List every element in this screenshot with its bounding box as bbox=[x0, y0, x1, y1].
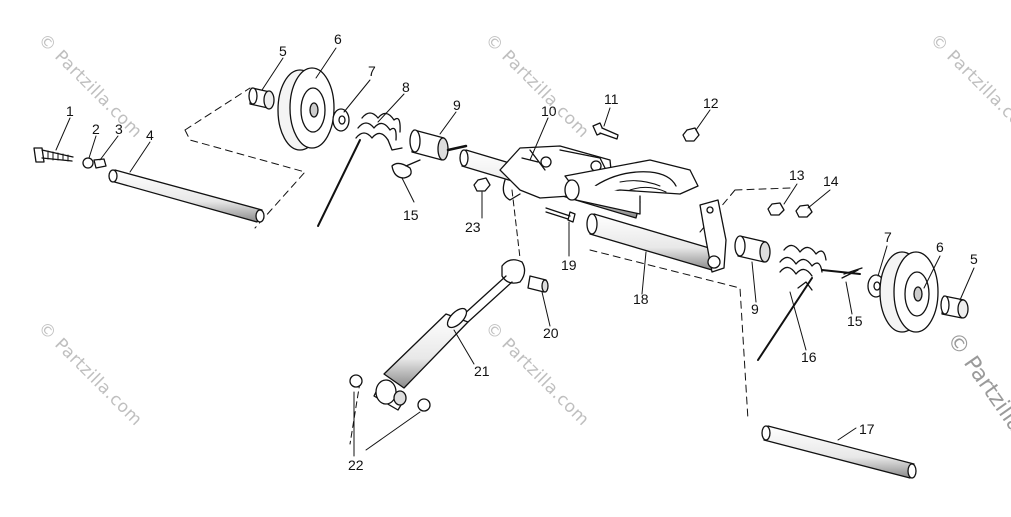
callout-10: 10 bbox=[541, 103, 557, 119]
bushing-part-20 bbox=[527, 275, 549, 293]
callout-13: 13 bbox=[789, 167, 805, 183]
bushing-part-5-left bbox=[248, 87, 275, 110]
callout-6-right: 6 bbox=[936, 239, 944, 255]
callout-1: 1 bbox=[66, 103, 74, 119]
callout-9-left: 9 bbox=[453, 97, 461, 113]
rod-part-4 bbox=[108, 169, 265, 223]
callout-19: 19 bbox=[561, 257, 577, 273]
callout-7-right: 7 bbox=[884, 229, 892, 245]
callout-23: 23 bbox=[465, 219, 481, 235]
wheel-part-6-right bbox=[879, 251, 939, 333]
callout-16: 16 bbox=[801, 349, 817, 365]
callout-17: 17 bbox=[859, 421, 875, 437]
callout-14: 14 bbox=[823, 173, 839, 189]
callout-3: 3 bbox=[115, 121, 123, 137]
callout-15-right: 15 bbox=[847, 313, 863, 329]
upper-arm bbox=[564, 159, 699, 215]
callout-4: 4 bbox=[146, 127, 154, 143]
callout-numbers: 1 2 3 4 5 6 7 8 9 10 11 12 13 14 15 23 1… bbox=[66, 31, 978, 473]
callout-5-left: 5 bbox=[279, 43, 287, 59]
nut-part-23 bbox=[473, 177, 491, 192]
spring-part-16 bbox=[757, 244, 861, 361]
assembly-line-lower bbox=[349, 189, 521, 445]
bushing-part-9-left bbox=[409, 129, 468, 161]
callout-8: 8 bbox=[402, 79, 410, 95]
bolt-part-19 bbox=[545, 207, 576, 223]
leader-lines bbox=[55, 47, 975, 457]
callout-18: 18 bbox=[633, 291, 649, 307]
clip-part-15-left bbox=[391, 159, 421, 179]
callout-11: 11 bbox=[604, 91, 619, 107]
washer-part-7-left-hole bbox=[338, 115, 346, 125]
callout-15-left: 15 bbox=[403, 207, 419, 223]
washer-part-22-b bbox=[417, 398, 431, 412]
callout-6-left: 6 bbox=[334, 31, 342, 47]
shock-part-21 bbox=[373, 259, 526, 411]
bolt-part-1 bbox=[33, 147, 74, 163]
callout-22: 22 bbox=[348, 457, 364, 473]
callout-21: 21 bbox=[474, 363, 490, 379]
assembly-line-left bbox=[184, 87, 306, 229]
callout-9-right: 9 bbox=[751, 301, 759, 317]
washer-part-22-a bbox=[349, 374, 363, 388]
wheel-part-6-left bbox=[277, 67, 335, 151]
bolt-part-11 bbox=[592, 122, 619, 140]
washer-part-2 bbox=[82, 157, 94, 169]
shaft-part-18 bbox=[586, 199, 727, 273]
clip-part-15-right bbox=[841, 267, 863, 279]
bushing-part-5-right bbox=[940, 295, 969, 319]
callout-7-left: 7 bbox=[368, 63, 376, 79]
nut-part-13 bbox=[767, 202, 785, 216]
rod-part-17 bbox=[761, 425, 917, 479]
callout-12: 12 bbox=[703, 95, 719, 111]
washer-part-7-left bbox=[332, 108, 350, 132]
bushing-part-9-right bbox=[734, 235, 771, 263]
callout-5-right: 5 bbox=[970, 251, 978, 267]
callout-20: 20 bbox=[543, 325, 559, 341]
callout-2: 2 bbox=[92, 121, 100, 137]
nut-part-12 bbox=[682, 127, 700, 142]
